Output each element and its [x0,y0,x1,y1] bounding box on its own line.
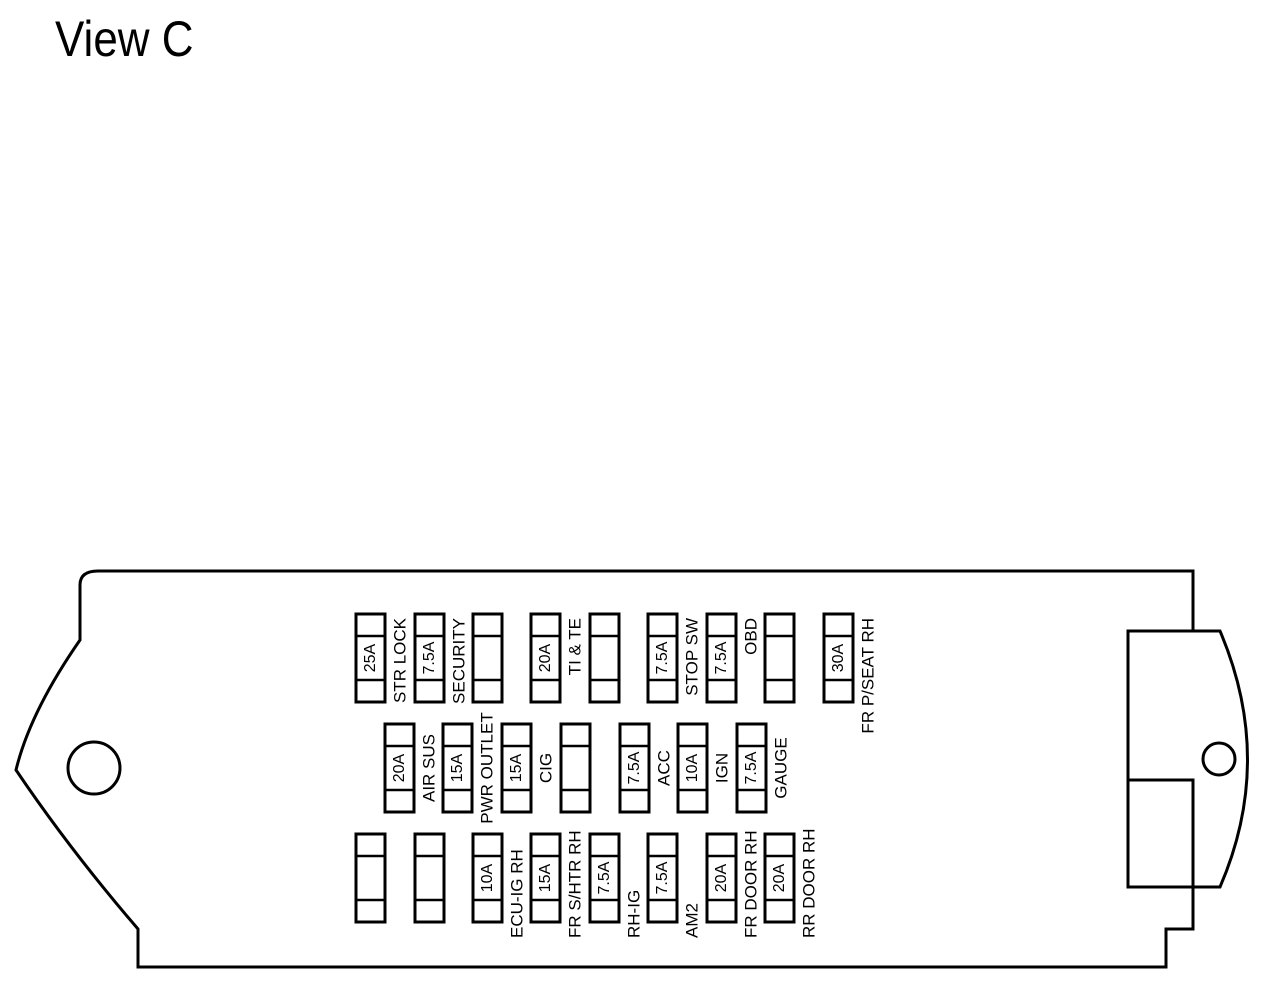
fuse-rating: 7.5A [421,641,438,674]
fuse-air-sus: 20A AIR SUS [383,722,439,814]
fuse-rating: 20A [771,863,788,892]
fuse-body [705,612,738,704]
fuse-str-lock: 25A STR LOCK [354,612,410,704]
fuse-label: RR DOOR RH [800,828,819,938]
fuse-spare-r2-1 [559,722,592,814]
fuse-rating: 7.5A [596,861,613,894]
fuse-label: CIG [537,753,556,783]
mounting-hole-right [1201,741,1237,777]
fuse-body [763,612,796,704]
fuse-pwr-outlet: 15A PWR OUTLET [441,712,497,824]
fuse-spare-r1-3 [763,612,796,704]
fuse-rating: 10A [684,753,701,782]
fuse-body [383,722,416,814]
fuse-label: ECU-IG RH [508,849,527,938]
fuse-body [822,612,855,704]
fuse-label: IGN [713,753,732,783]
mounting-hole-left [66,740,122,796]
fuse-spare-r1-1 [471,612,504,704]
fuse-body [471,612,504,704]
fuse-label: FR S/HTR RH [566,830,585,938]
fuse-body [441,722,474,814]
fuse-label: AIR SUS [420,734,439,802]
fuse-obd: 7.5A OBD [705,612,761,704]
fuse-label: STR LOCK [391,617,410,703]
fuse-body [354,612,387,704]
fuse-rating: 25A [362,643,379,672]
fuse-gauge: 7.5A GAUGE [735,722,791,814]
fuse-rating: 10A [479,863,496,892]
fuse-body [529,612,562,704]
fuse-label: PWR OUTLET [478,712,497,823]
fuse-acc: 7.5A ACC [618,722,674,814]
fuse-rating: 20A [537,643,554,672]
fuse-rating: 15A [449,753,466,782]
fuse-body [588,832,621,924]
fuse-cig: 15A CIG [500,722,556,814]
fuse-rating: 15A [537,863,554,892]
fuse-label: FR DOOR RH [742,830,761,938]
fuse-security: 7.5A SECURITY [413,612,469,704]
fuse-body [413,832,446,924]
view-title: View C [55,11,194,67]
fuse-body [413,612,446,704]
fuse-body [646,832,679,924]
fuse-spare-r1-2 [588,612,621,704]
fuse-label: SECURITY [450,618,469,704]
fuse-stop-sw: 7.5A STOP SW [646,612,702,704]
fuse-spare-r3-2 [413,832,446,924]
fuse-ecu-ig-rh: 10A ECU-IG RH [471,832,527,938]
fuse-label: TI & TE [566,618,585,675]
fuse-label: RH-IG [625,890,644,938]
fuse-label: STOP SW [683,618,702,696]
fuse-rating: 7.5A [654,641,671,674]
fuse-label: AM2 [683,903,702,938]
fuse-label: GAUGE [772,737,791,798]
fuse-rating: 7.5A [626,751,643,784]
fuse-box-body [14,569,1195,969]
fuse-body [471,832,504,924]
fuse-body [354,832,387,924]
fuse-body [676,722,709,814]
fuse-rr-door-rh: 20A RR DOOR RH [763,828,819,938]
fuse-label: ACC [655,750,674,786]
fuse-label: OBD [742,618,761,655]
fuse-ti-te: 20A TI & TE [529,612,585,704]
fuse-box-outline [14,569,1249,969]
fuse-rating: 7.5A [713,641,730,674]
fuse-fr-s-htr-rh: 15A FR S/HTR RH [529,830,585,938]
fuse-rating: 7.5A [654,861,671,894]
fuse-label: FR P/SEAT RH [859,618,878,734]
fuse-body [735,722,768,814]
fuse-am2: 7.5A AM2 [646,832,702,938]
fuse-rating: 20A [391,753,408,782]
fuse-body [588,612,621,704]
fuse-body [618,722,651,814]
fuse-body [529,832,562,924]
fuse-body [763,832,796,924]
fuse-box-connector [1128,629,1249,889]
fuse-rating: 20A [713,863,730,892]
fuse-spare-r3-1 [354,832,387,924]
fuse-body [500,722,533,814]
fuse-ign: 10A IGN [676,722,732,814]
fuse-box-connector-detail [1128,778,1195,929]
fuse-body [559,722,592,814]
fuse-body [646,612,679,704]
fuse-body [705,832,738,924]
fuses: 25A STR LOCK 7.5A SECURITY 20A TI & TE 7.5A STO… [354,612,878,938]
fuse-rating: 15A [508,753,525,782]
fuse-rh-ig: 7.5A RH-IG [588,832,644,938]
fuse-rating: 7.5A [743,751,760,784]
fuse-rating: 30A [830,643,847,672]
fuse-fr-door-rh: 20A FR DOOR RH [705,830,761,938]
fuse-fr-p-seat-rh: 30A FR P/SEAT RH [822,612,878,734]
